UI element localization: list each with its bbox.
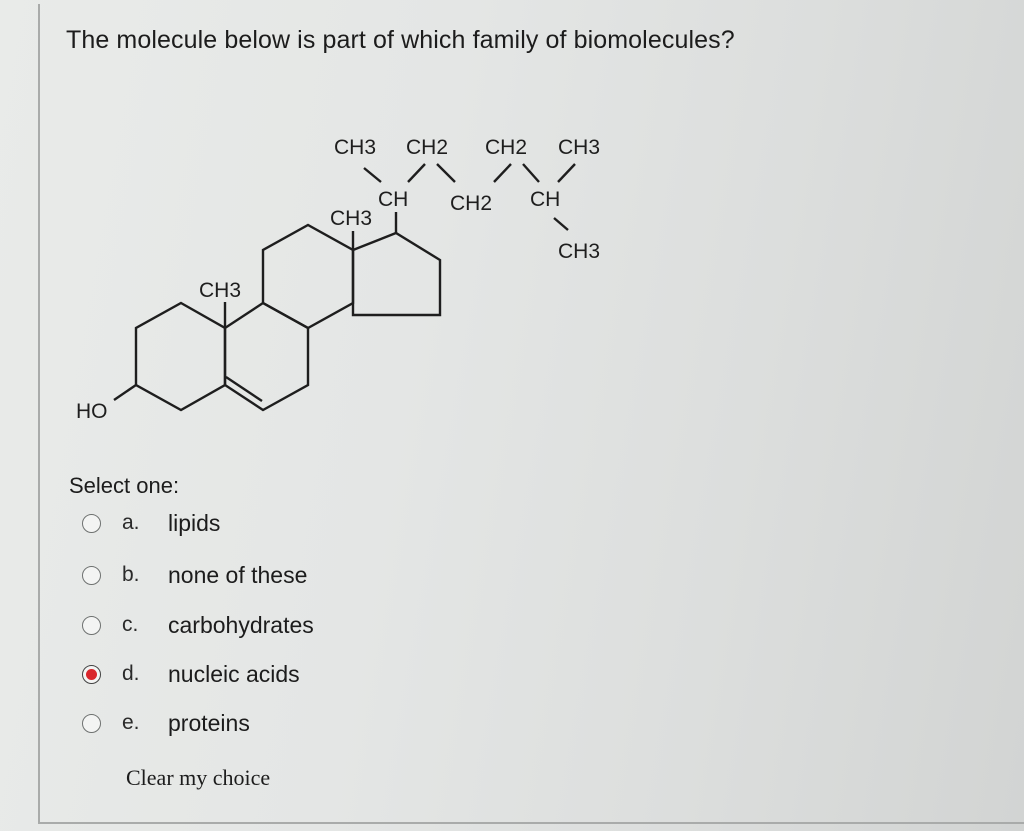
label-ch2-top-1: CH2 <box>406 136 448 159</box>
label-ho: HO <box>76 400 108 423</box>
option-c-text: carbohydrates <box>168 611 314 638</box>
bond-5 <box>522 163 540 183</box>
option-a-letter: a. <box>122 511 140 534</box>
option-a[interactable]: a. lipids <box>82 505 402 541</box>
option-d-letter: d. <box>122 662 140 685</box>
radio-b[interactable] <box>82 565 101 585</box>
select-one-label: Select one: <box>69 473 180 498</box>
question-card <box>38 4 1024 824</box>
bond-2 <box>407 163 426 183</box>
question-text: The molecule below is part of which fami… <box>66 26 735 54</box>
option-e-text: proteins <box>168 709 250 736</box>
label-ch-right: CH <box>530 188 560 211</box>
ring-a <box>134 301 227 412</box>
label-ch3-bottom-right: CH3 <box>558 240 600 263</box>
radio-a[interactable] <box>82 513 101 533</box>
option-d-text: nucleic acids <box>168 660 300 687</box>
bond-7 <box>553 217 569 231</box>
bond-3 <box>436 163 456 183</box>
option-b-text: none of these <box>168 561 308 588</box>
option-c[interactable]: c. carbohydrates <box>82 607 402 643</box>
bond-6 <box>557 163 576 183</box>
bond-4 <box>493 163 512 183</box>
bond-1 <box>363 167 382 183</box>
label-ch3-top-left: CH3 <box>334 136 376 159</box>
option-e[interactable]: e. proteins <box>82 705 402 741</box>
radio-d[interactable] <box>82 664 101 684</box>
label-ch2-top-2: CH2 <box>485 136 527 159</box>
option-b[interactable]: b. none of these <box>82 557 402 593</box>
label-ch-left: CH <box>378 188 408 211</box>
ring-d <box>351 231 442 317</box>
option-e-letter: e. <box>122 711 140 734</box>
double-bond <box>225 376 263 402</box>
label-ch3-ring-d: CH3 <box>330 207 372 230</box>
option-c-letter: c. <box>122 613 139 636</box>
option-a-text: lipids <box>168 509 221 536</box>
option-b-letter: b. <box>122 563 140 586</box>
radio-e[interactable] <box>82 713 101 733</box>
option-d[interactable]: d. nucleic acids <box>82 656 402 692</box>
clear-choice-link[interactable]: Clear my choice <box>126 765 271 790</box>
ring-c <box>261 223 355 330</box>
label-ch2-mid: CH2 <box>450 192 492 215</box>
label-ch3-top-right: CH3 <box>558 136 600 159</box>
ho-bond <box>113 384 137 401</box>
label-ch3-ring-a: CH3 <box>199 279 241 302</box>
ring-b <box>223 301 310 412</box>
radio-c[interactable] <box>82 615 101 635</box>
